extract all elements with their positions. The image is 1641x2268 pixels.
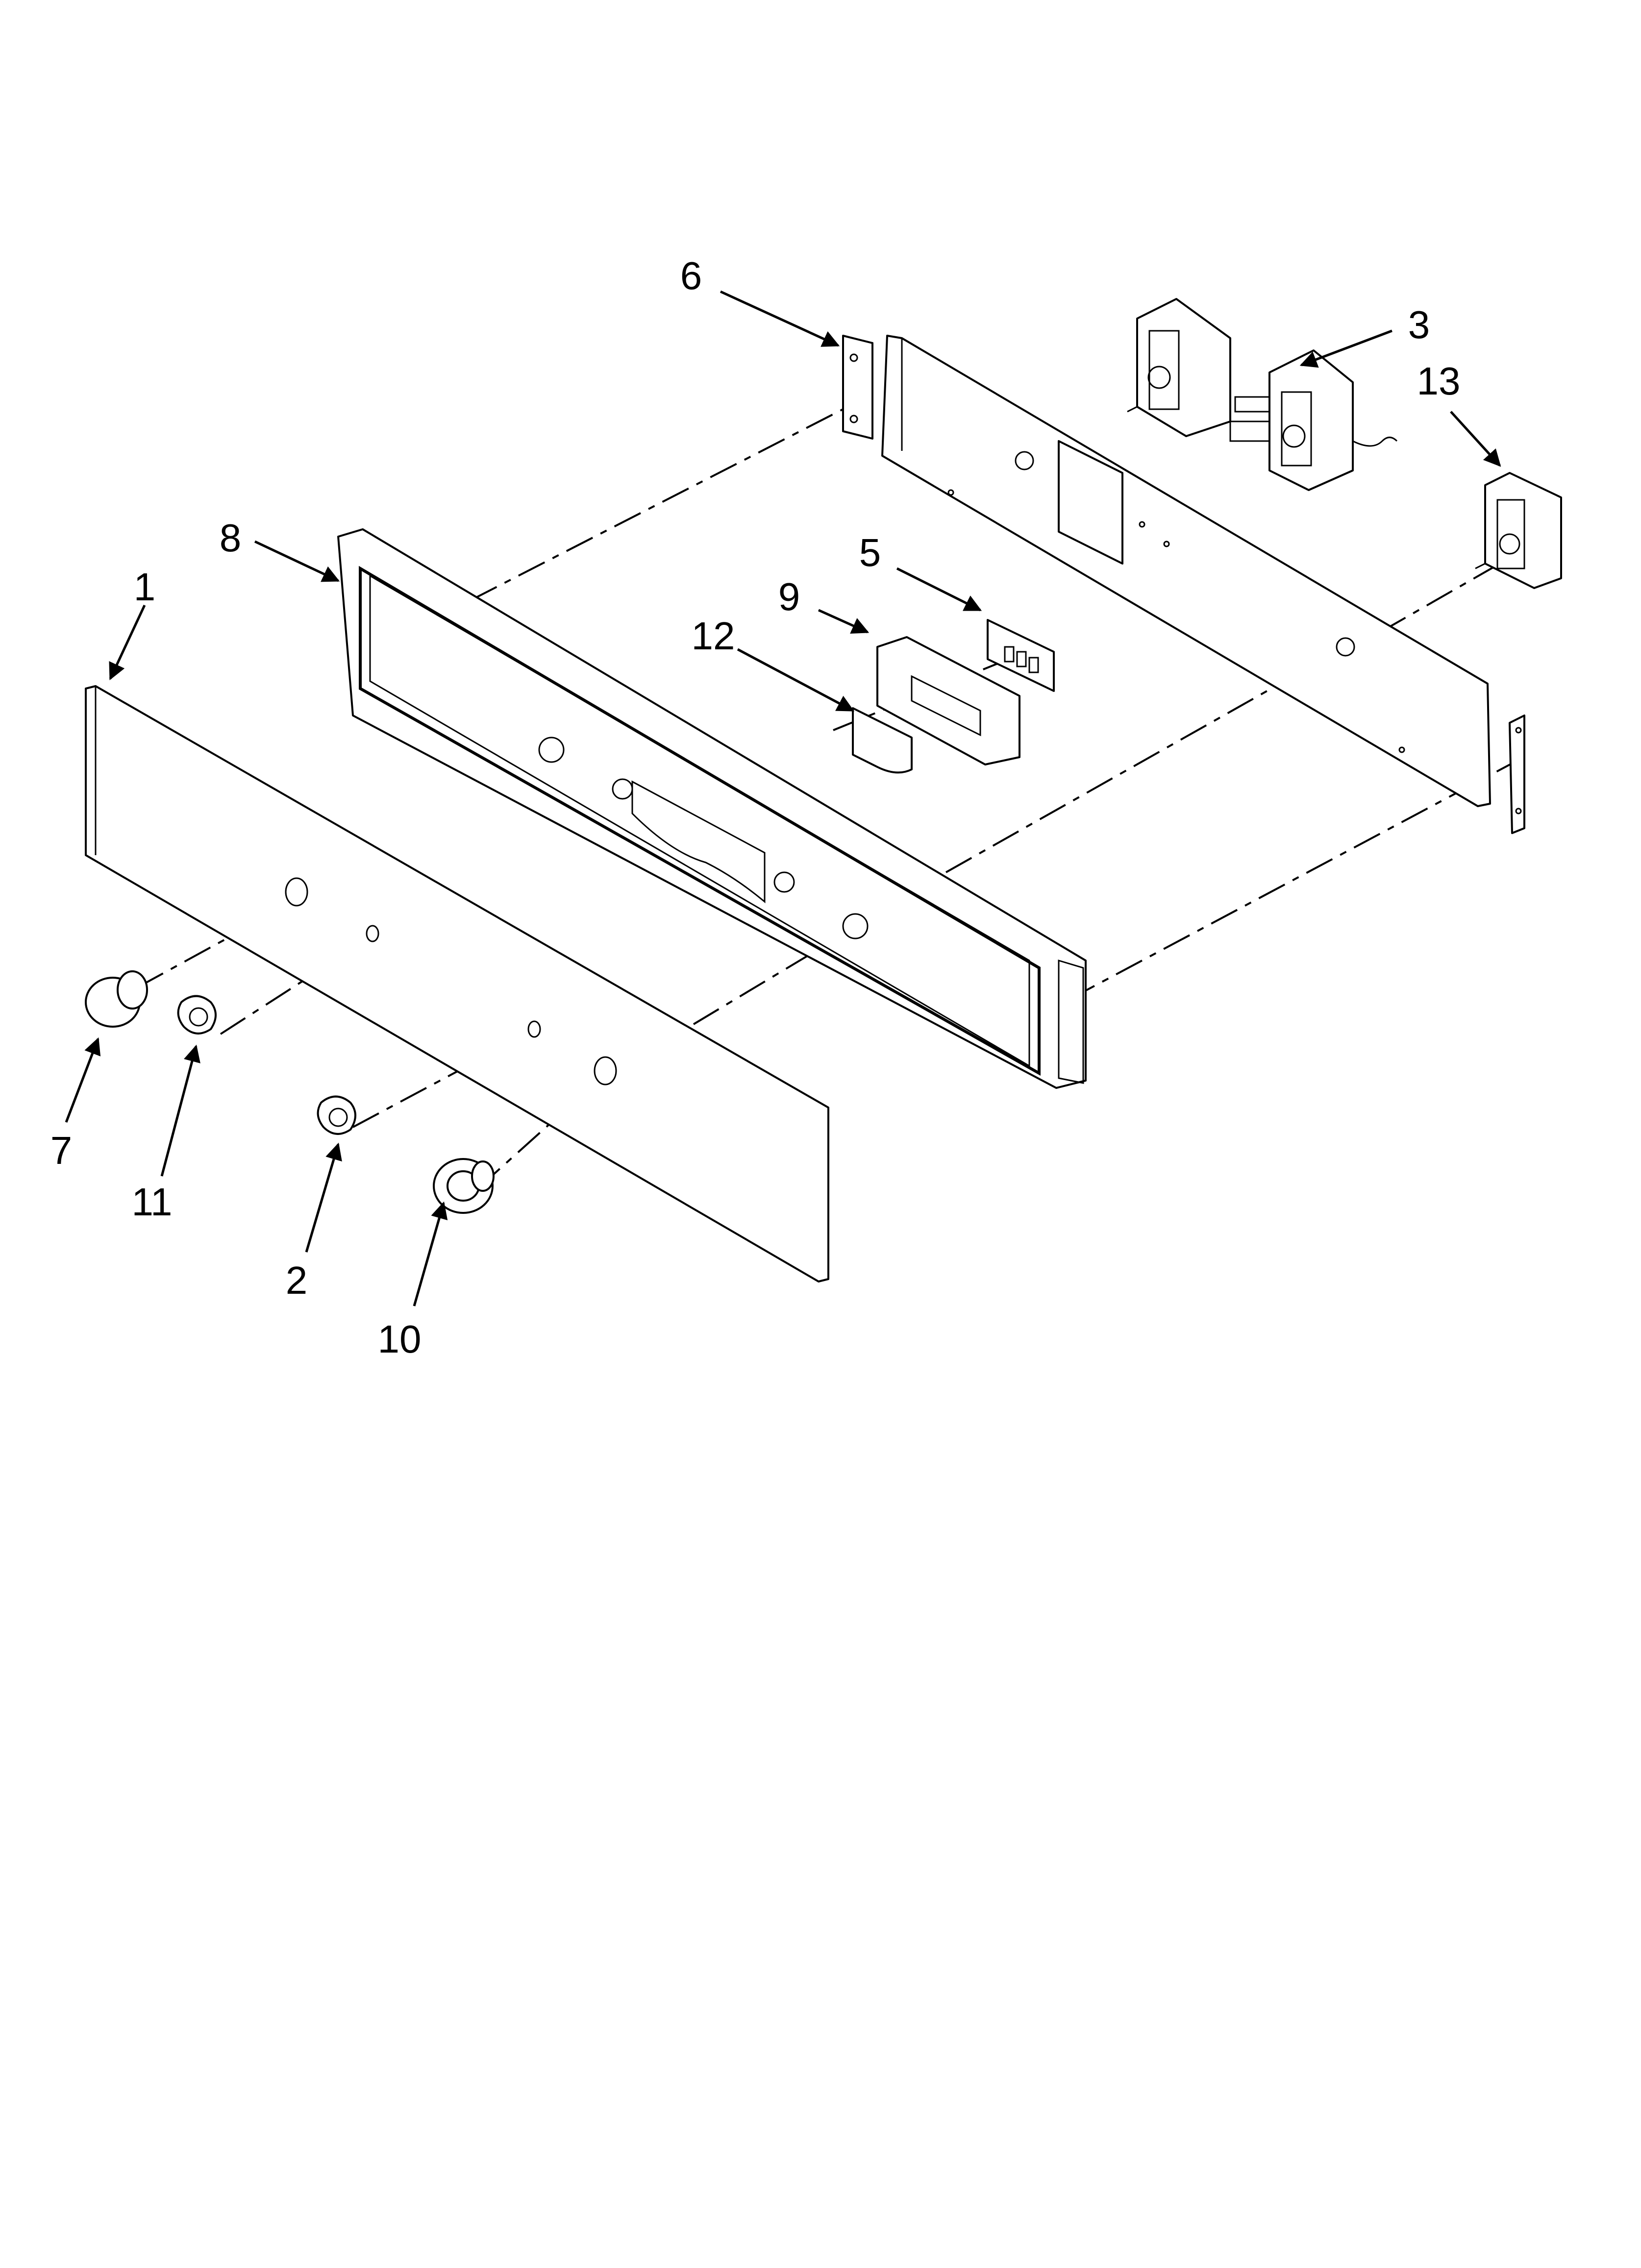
callout-label-11: 11	[131, 1180, 172, 1224]
shaft-adapter-part	[177, 995, 356, 1135]
control-panel-part	[85, 685, 829, 1282]
callout-label-1: 1	[134, 565, 156, 609]
callout-label-3: 3	[1408, 303, 1430, 346]
single-switch-part	[1475, 472, 1562, 589]
alignment-lines	[137, 408, 1515, 1189]
callout-label-10: 10	[378, 1317, 422, 1361]
dual-switch-part	[1127, 298, 1398, 491]
trim-frame-part	[337, 528, 1087, 1089]
knob-part	[85, 970, 495, 1214]
callout-label-6: 6	[680, 254, 702, 297]
callout-labels: 1 2 3 5 6 7 8 9 10 11 12 13	[50, 254, 1461, 1361]
display-housing-part	[876, 636, 1020, 765]
control-bracket-part	[842, 335, 1525, 834]
callout-label-13: 13	[1417, 359, 1461, 403]
callout-label-12: 12	[692, 614, 735, 658]
callout-arrows	[65, 290, 1501, 1307]
lens-part	[852, 707, 913, 774]
callout-label-9: 9	[778, 575, 800, 618]
callout-label-7: 7	[50, 1129, 73, 1172]
callout-label-2: 2	[286, 1258, 308, 1302]
callout-label-8: 8	[220, 516, 242, 560]
callout-label-5: 5	[859, 531, 881, 574]
display-board-part	[987, 619, 1055, 692]
